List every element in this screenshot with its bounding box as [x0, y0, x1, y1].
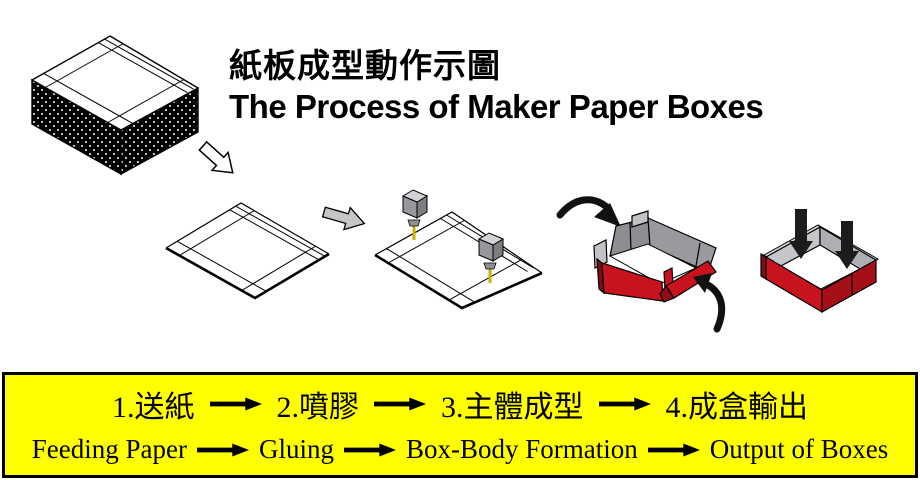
flow-arrow-icon — [598, 397, 651, 411]
flow-arrow-icon — [647, 443, 700, 456]
step-arrow-gray-icon — [321, 206, 366, 231]
forming-box — [593, 210, 717, 303]
gluing-sheet — [374, 189, 543, 310]
flow-arrow-icon — [209, 397, 262, 411]
page-title-zh: 紙板成型動作示圖 — [229, 47, 501, 84]
fold-arrow-top-icon — [556, 196, 621, 227]
step-label-zh-2: 2.噴膠 — [276, 391, 360, 424]
paper-stack — [30, 35, 200, 176]
flow-row-chinese: 1.送紙 2.噴膠 3.主體成型 4.成盒輸出 — [5, 382, 915, 426]
step-label-zh-3: 3.主體成型 — [441, 391, 584, 424]
process-illustration — [30, 35, 879, 333]
step-label-en-2: Gluing — [258, 434, 334, 464]
title-block: 紙板成型動作示圖 The Process of Maker Paper Boxe… — [229, 47, 764, 126]
process-banner: 1.送紙 2.噴膠 3.主體成型 4.成盒輸出 Feeding Paper Gl… — [2, 372, 918, 478]
step-label-en-3: Box-Body Formation — [405, 434, 638, 464]
step-label-en-1: Feeding Paper — [31, 434, 187, 464]
step-label-zh-1: 1.送紙 — [112, 391, 195, 424]
page-title-en: The Process of Maker Paper Boxes — [229, 88, 764, 126]
step-label-en-4: Output of Boxes — [709, 434, 889, 464]
flow-arrow-icon — [374, 397, 426, 411]
finished-box — [760, 224, 879, 314]
flow-row-english: Feeding Paper Gluing Box-Body Formation … — [5, 434, 915, 465]
press-arrows-icon — [789, 209, 859, 269]
step-label-zh-4: 4.成盒輸出 — [665, 391, 809, 424]
flow-arrow-icon — [343, 443, 396, 456]
flow-arrow-icon — [196, 443, 249, 456]
fold-arrow-bottom-icon — [693, 273, 726, 333]
step-arrow-hollow-icon — [198, 140, 234, 174]
flat-blank-sheet — [165, 202, 330, 300]
